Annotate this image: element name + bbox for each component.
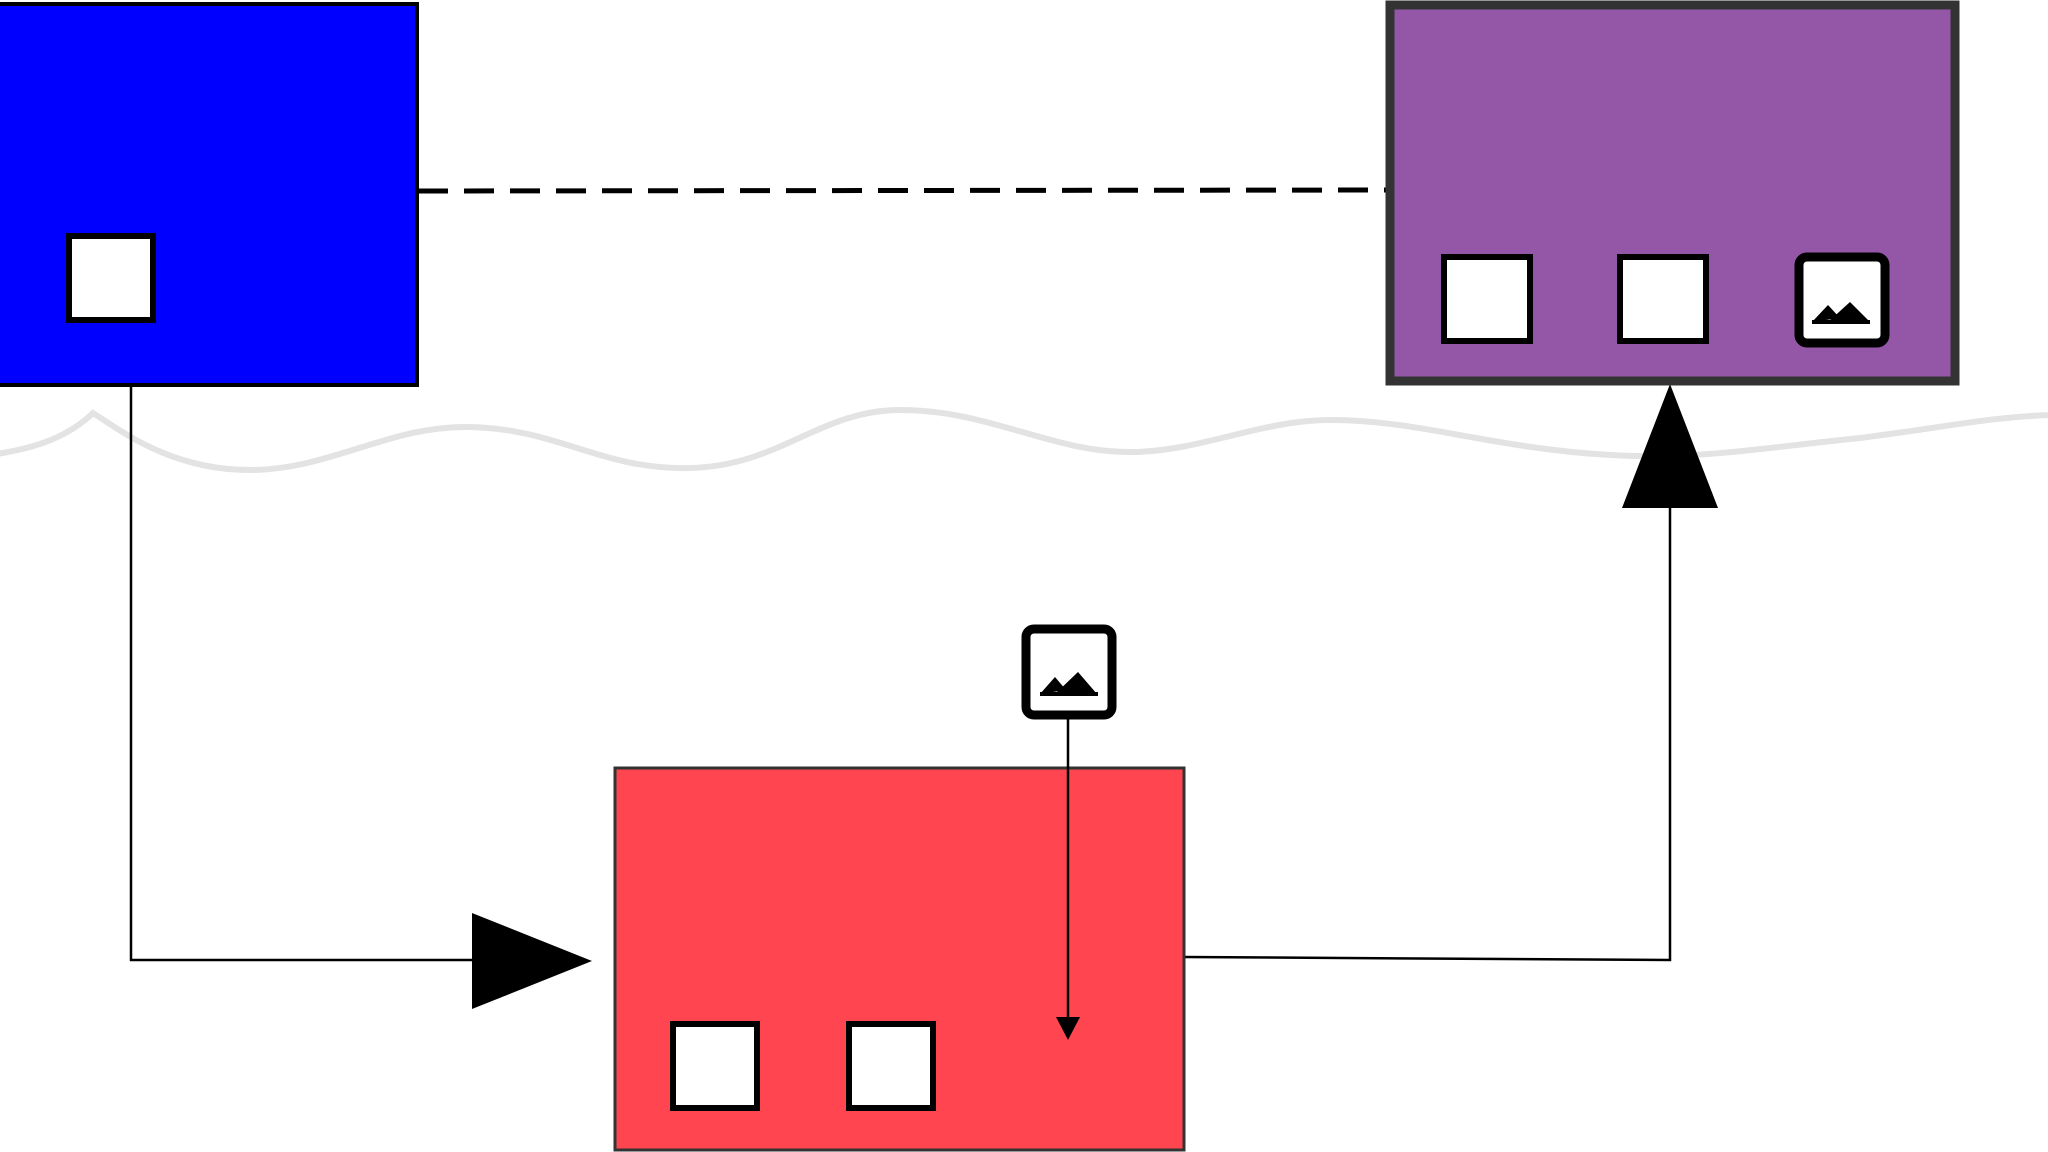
arrowhead-large-right [472, 913, 592, 1009]
connector-blue-red [129, 386, 475, 962]
purple-block-slot-square-1[interactable] [1441, 254, 1533, 344]
red-block-slot-square-1[interactable] [670, 1021, 760, 1111]
blue-block-slot-square[interactable] [66, 233, 156, 323]
image-icon[interactable] [1794, 252, 1890, 348]
arrowhead-small-down [1056, 1017, 1080, 1040]
connector-red-purple [1183, 505, 1672, 962]
wavy-separator-line [0, 406, 2048, 474]
image-icon[interactable] [1021, 624, 1117, 720]
purple-block-slot-square-2[interactable] [1617, 254, 1709, 344]
blue-block[interactable] [0, 2, 419, 387]
red-block-slot-square-2[interactable] [846, 1021, 936, 1111]
arrowhead-large-up [1622, 384, 1718, 508]
dashed-connector-blue-purple [417, 187, 1390, 194]
